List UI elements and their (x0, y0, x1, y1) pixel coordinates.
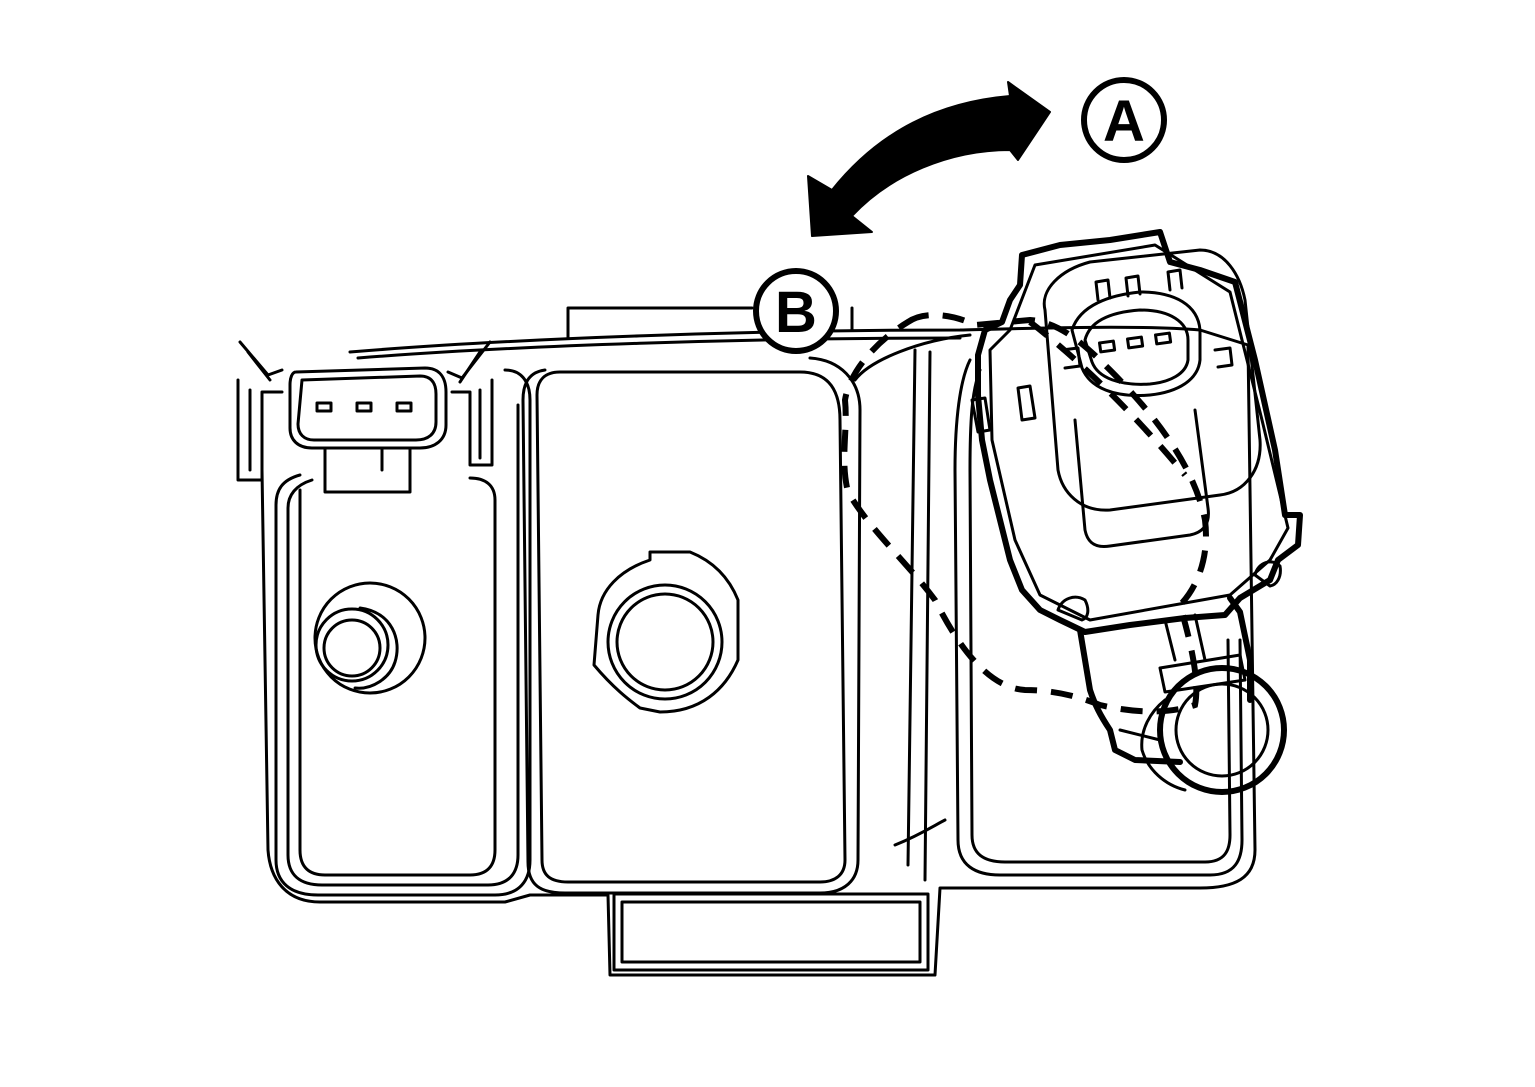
left-connector-housing (288, 366, 448, 450)
left-connector-housing-inner (296, 374, 438, 442)
left-connector-neck (323, 446, 412, 494)
callout-b-letter: B (775, 280, 817, 345)
center-cell-outer (521, 356, 862, 895)
left-boot-inner (322, 618, 382, 678)
removed-coil-boot-collar (1158, 653, 1247, 694)
callout-a-letter: A (1103, 89, 1145, 154)
left-clip-right (446, 340, 494, 467)
housing-top-tab (566, 306, 854, 340)
removed-coil-latches (1060, 268, 1234, 370)
removed-coil-side-tabs (970, 384, 1037, 434)
removed-coil-boot-end-inner (1174, 682, 1270, 778)
bottom-connector-inner (620, 900, 922, 964)
left-boot-outer (313, 581, 427, 695)
installed-position-dashed-outline (841, 312, 1209, 715)
removed-coil-body-stem (1073, 408, 1210, 549)
removed-coil-boot-tube-inner (1118, 613, 1207, 742)
callout-a-circle (1081, 77, 1167, 163)
divider-wall-curve (893, 818, 947, 847)
double-headed-curved-arrow-icon (807, 81, 1051, 237)
left-clip-left (236, 340, 284, 482)
removed-coil-boot-tube (1077, 595, 1253, 765)
left-clip-right-inner (458, 350, 482, 460)
callout-b-circle (753, 268, 839, 354)
removed-coil-pin-1 (1098, 339, 1117, 354)
removed-coil-pin-2 (1126, 335, 1145, 350)
removed-coil-connector-face (1070, 290, 1202, 398)
center-cell-inner (535, 370, 847, 884)
left-coil-cell-body (298, 476, 497, 877)
left-connector-pin-3 (395, 401, 413, 413)
removed-coil-boot-end-outer (1157, 665, 1287, 795)
housing-outer-shell (260, 325, 1257, 977)
divider-wall-left (853, 333, 972, 882)
removed-coil-pin-3 (1154, 331, 1173, 346)
removed-coil-connector-housing (1042, 248, 1262, 512)
left-boot-ring (314, 607, 390, 683)
left-clip-left-inner (246, 350, 272, 472)
right-cell-outer (953, 358, 1244, 877)
callout-b: B (753, 268, 839, 354)
callout-a: A (1081, 77, 1167, 163)
housing-inner-shell-line (356, 336, 962, 360)
installed-position-dashed-diagonal (1028, 319, 1188, 477)
left-connector-pin-1 (315, 401, 333, 413)
bottom-connector-outer (612, 892, 930, 972)
center-boot-inner (615, 592, 715, 692)
left-coil-cell-inner (286, 403, 520, 887)
removed-coil-boot-end-shade (1140, 698, 1187, 792)
center-boot-collar (592, 550, 740, 714)
removed-coil-mount-ears (1056, 560, 1282, 622)
left-boot-shade (353, 606, 399, 690)
left-coil-cell-outer (274, 368, 532, 897)
left-connector-pin-2 (355, 401, 373, 413)
center-boot-outer (606, 583, 724, 701)
removed-coil-inner-rim (988, 243, 1290, 622)
